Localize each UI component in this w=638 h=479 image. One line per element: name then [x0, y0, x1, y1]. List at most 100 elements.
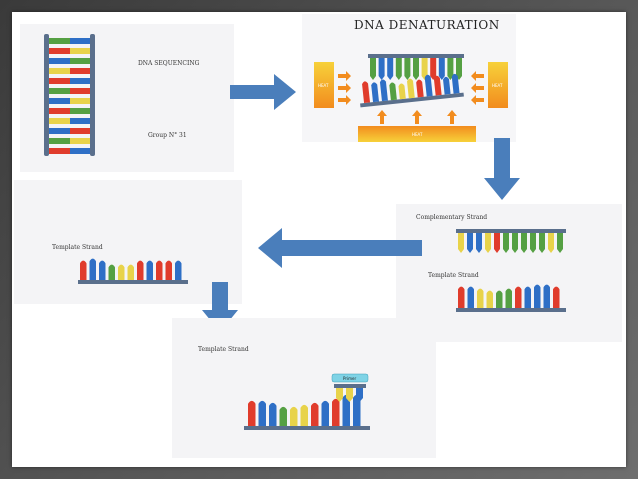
nucleotide: [485, 233, 491, 253]
primer-panel: Template Strand Primer: [172, 318, 436, 458]
nucleotide: [524, 286, 531, 308]
nucleotide: [496, 290, 503, 308]
template-strand-label-left: Template Strand: [52, 244, 103, 251]
nucleotide: [332, 398, 340, 426]
nucleotide: [342, 394, 350, 426]
nucleotide: [336, 388, 343, 402]
nucleotide: [467, 286, 474, 308]
base-pair-left: [49, 148, 70, 154]
nucleotide: [503, 233, 509, 253]
nucleotide: [530, 233, 536, 253]
nucleotide: [424, 74, 433, 97]
heat-label-right: HEAT: [492, 83, 503, 88]
denaturation-title: DNA DENATURATION: [354, 18, 500, 32]
heat-label-bottom: HEAT: [412, 132, 423, 137]
nucleotide: [311, 402, 319, 426]
nucleotide: [557, 233, 563, 253]
nucleotide: [258, 400, 266, 426]
nucleotide: [108, 264, 115, 280]
heat-arrows: [338, 71, 484, 124]
nucleotide: [515, 286, 522, 308]
base-pair-right: [70, 68, 90, 74]
nucleotide: [458, 286, 465, 308]
base-pair-right: [70, 128, 90, 134]
nucleotide: [413, 58, 419, 80]
nucleotide: [451, 73, 460, 94]
nucleotide: [543, 284, 550, 308]
arrow-right-icon: [230, 74, 296, 110]
nucleotide: [137, 260, 144, 280]
nucleotide: [438, 58, 445, 80]
nucleotide: [548, 233, 554, 253]
primer-box: [331, 373, 369, 383]
nucleotide: [371, 82, 379, 103]
base-pair-left: [49, 118, 70, 124]
nucleotide: [146, 260, 153, 280]
nucleotide: [477, 288, 484, 308]
nucleotide: [467, 233, 473, 253]
heat-block-left: [314, 62, 334, 108]
nucleotide: [175, 260, 182, 280]
nucleotide: [279, 406, 287, 426]
nucleotide: [416, 79, 424, 98]
dna-ladder-vertical: [44, 34, 95, 156]
nucleotide: [89, 258, 96, 280]
base-pair-left: [49, 98, 70, 104]
template-strand-right: [456, 284, 566, 312]
base-pair-right: [70, 78, 90, 84]
nucleotide: [398, 83, 406, 100]
nucleotide: [346, 388, 353, 402]
nucleotide: [407, 78, 415, 99]
nucleotide: [389, 82, 397, 101]
template-strand-with-primer: Primer: [244, 373, 370, 430]
complementary-strand-label: Complementary Strand: [416, 214, 488, 221]
heat-block-bottom: [358, 126, 476, 142]
nucleotide: [353, 394, 361, 426]
nucleotide: [539, 233, 545, 253]
nucleotide: [80, 260, 87, 280]
nucleotide: [534, 284, 541, 308]
nucleotide: [370, 58, 376, 80]
base-pair-right: [70, 58, 90, 64]
arrow-down-icon: [484, 138, 520, 200]
nucleotide: [494, 233, 500, 253]
template-strand-label-right: Template Strand: [428, 272, 479, 279]
base-pair-left: [49, 68, 70, 74]
complementary-strand: [456, 229, 566, 253]
base-pair-right: [70, 48, 90, 54]
slide: DNA SEQUENCING Group N° 31 DNA DENATURAT…: [12, 12, 626, 467]
nucleotide: [362, 81, 371, 104]
nucleotide: [395, 58, 402, 80]
sequencing-title: DNA SEQUENCING: [138, 60, 200, 67]
base-pair-left: [49, 88, 70, 94]
nucleotide: [404, 58, 411, 80]
nucleotide: [165, 260, 172, 280]
base-pair-right: [70, 118, 90, 124]
primer-label: Primer: [343, 376, 356, 381]
base-pair-left: [49, 78, 70, 84]
nucleotide: [290, 406, 298, 426]
base-pair-right: [70, 88, 90, 94]
base-pair-right: [70, 138, 90, 144]
base-pair-left: [49, 38, 70, 44]
nucleotide: [553, 286, 560, 308]
base-pair-right: [70, 98, 90, 104]
nucleotide: [456, 58, 462, 80]
template-strand-panel-left: Template Strand: [14, 180, 242, 304]
base-pair-left: [49, 48, 70, 54]
base-pair-right: [70, 38, 90, 44]
nucleotide: [512, 233, 518, 253]
denaturation-panel: DNA DENATURATION HEAT HEAT HEAT: [302, 14, 516, 142]
nucleotide: [379, 79, 388, 102]
nucleotide: [118, 264, 125, 280]
nucleotide: [476, 233, 482, 253]
nucleotide: [458, 233, 464, 253]
nucleotide: [156, 260, 163, 280]
nucleotide: [127, 264, 134, 280]
base-pair-left: [49, 108, 70, 114]
base-pair-left: [49, 128, 70, 134]
group-label: Group N° 31: [148, 132, 187, 139]
nucleotide: [300, 404, 308, 426]
nucleotide: [378, 58, 385, 80]
nucleotide: [430, 58, 437, 80]
